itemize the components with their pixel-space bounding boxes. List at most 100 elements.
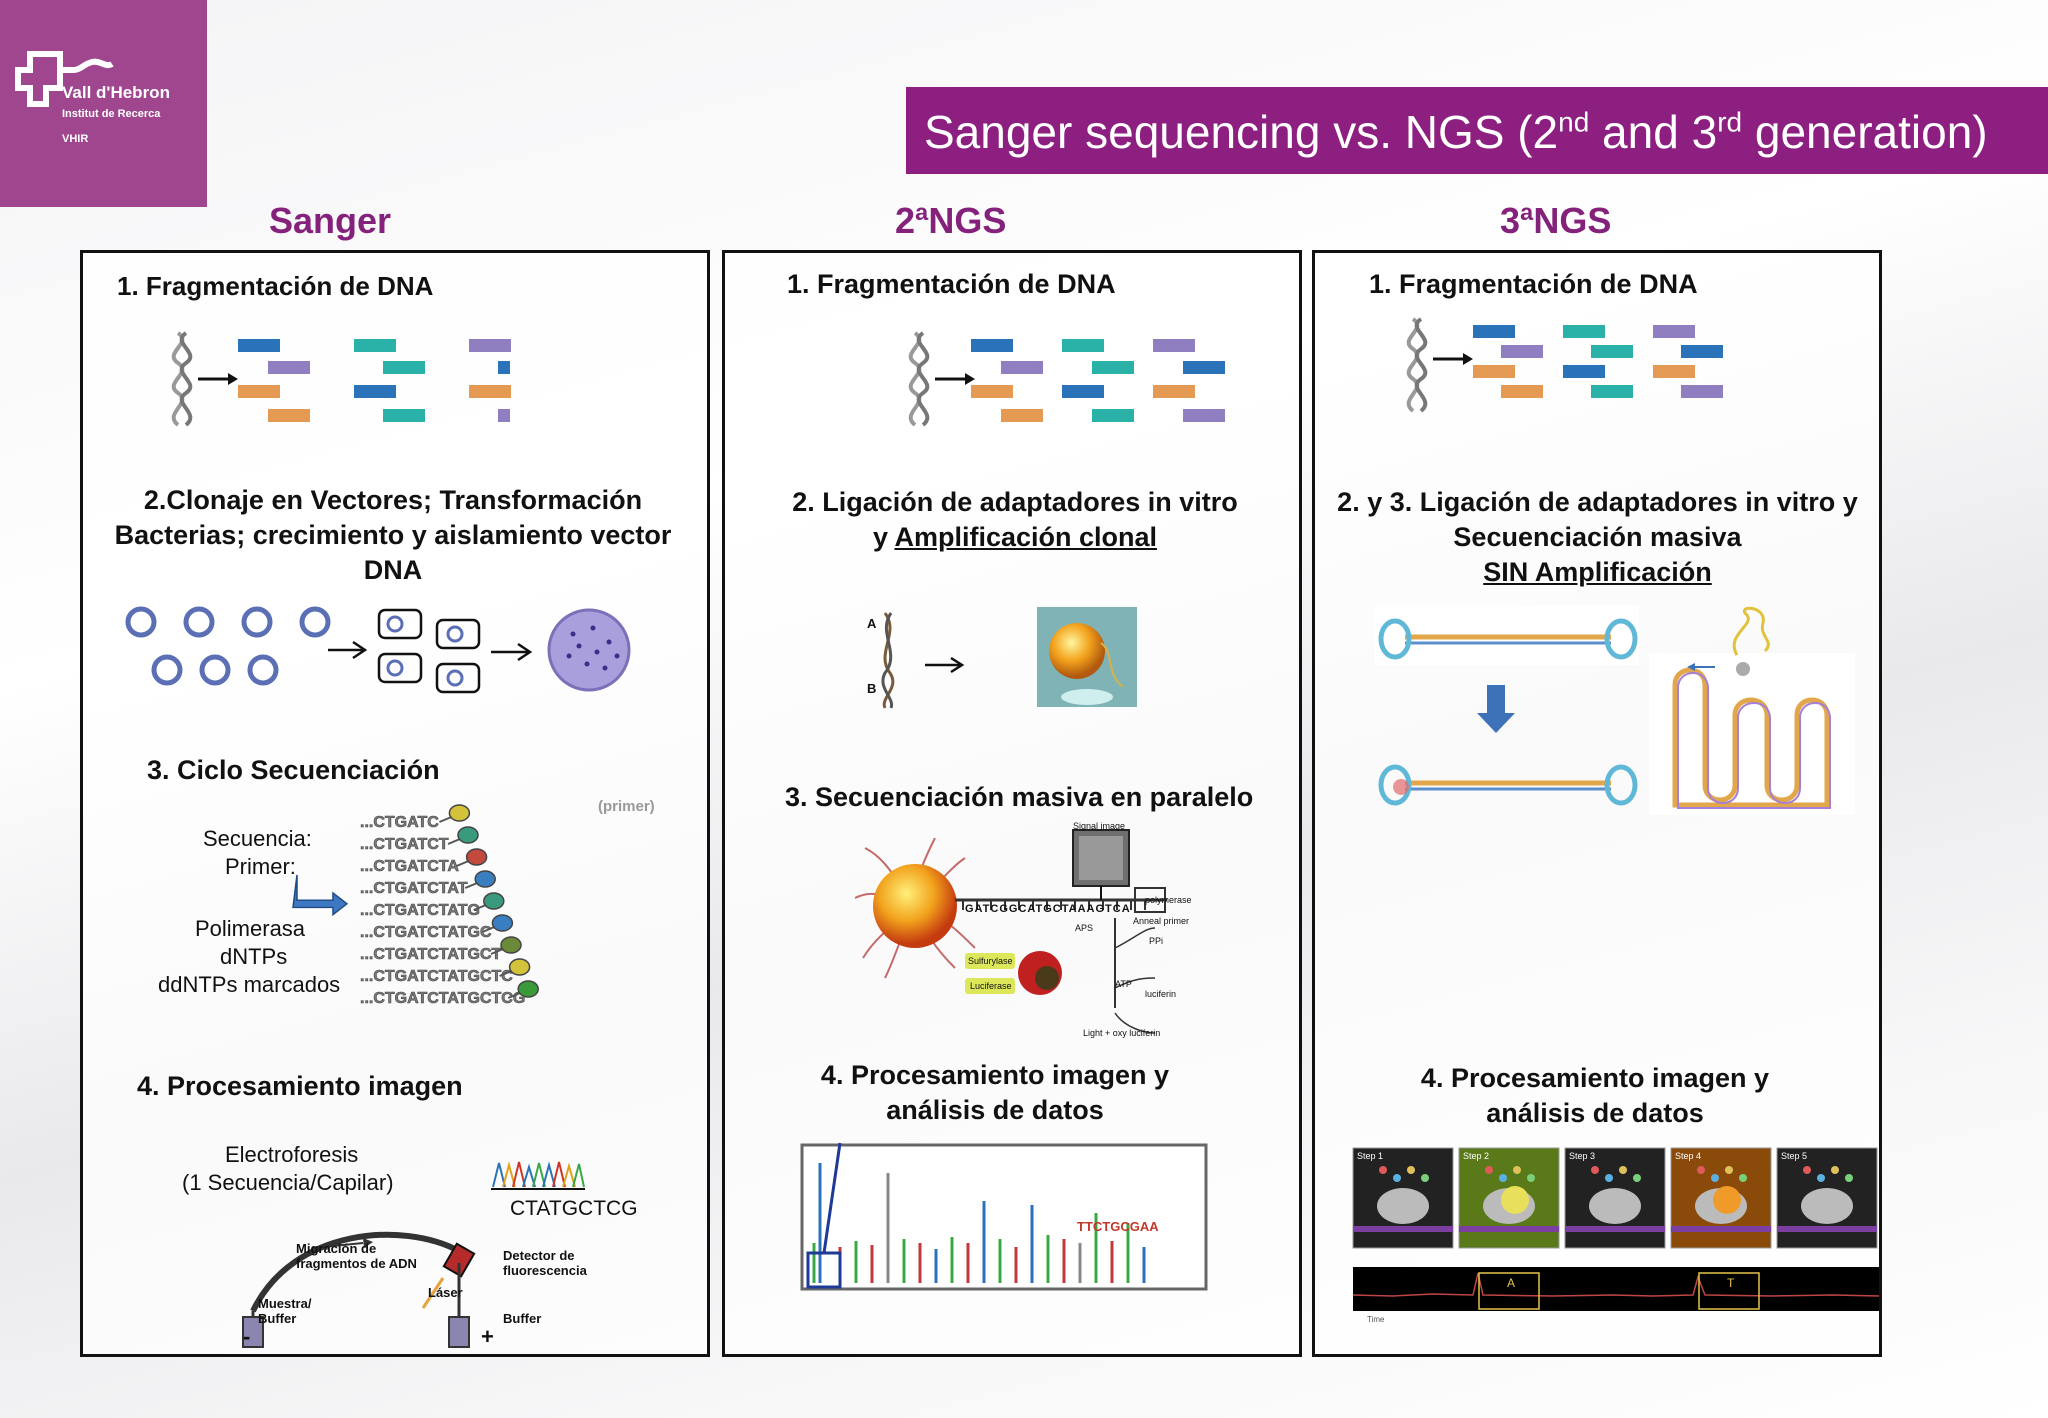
ngs2-step4: 4. Procesamiento imagen y análisis de da…: [820, 1060, 1170, 1125]
sequence-fragment: ...CTGATCTATGCT: [360, 946, 502, 963]
smrt-step-panel: Step 3: [1564, 1147, 1666, 1249]
cloning-diagram: [125, 606, 631, 694]
label-stem: [473, 904, 487, 911]
sequence-fragment: ...CTGATCTATG: [360, 902, 480, 919]
label-stem: [447, 838, 461, 845]
label-signal-image: Signal image: [1073, 821, 1126, 831]
sequence-fragment: ...CTGATCTAT: [360, 880, 468, 897]
label-luciferase: Luciferase: [970, 981, 1012, 991]
label-anneal: Anneal primer: [1133, 916, 1190, 926]
smrt-step-panel: Step 4: [1670, 1147, 1772, 1249]
fluorescent-label-icon: [508, 958, 531, 976]
label-b: B: [867, 681, 877, 696]
chromatogram-read: CTATGCTCG: [510, 1197, 638, 1220]
logo-short: VHIR: [62, 133, 89, 145]
fluorescent-label-icon: [465, 848, 488, 866]
column-title-ngs3: 3ªNGS: [1500, 200, 1612, 241]
sequence-fragment: ...CTGATCTATGC: [360, 924, 492, 941]
sanger-panel: 1. Fragmentación de DNA 2.Clonaje en Vec…: [80, 250, 710, 1357]
flowgram-read: TTCTGCGAA: [1077, 1219, 1159, 1234]
label-luciferin: luciferin: [1145, 989, 1177, 999]
flowgram-chart: [800, 1142, 1208, 1291]
fluorescent-label-icon: [517, 980, 539, 998]
pyrosequencing-diagram: [854, 829, 1167, 1034]
label-polymerase: polymerase: [1145, 895, 1192, 905]
sanger-step3: 3. Ciclo Secuenciación: [147, 755, 440, 785]
label-ddntps: ddNTPs marcados: [158, 972, 341, 997]
label-light: Light + oxy luciferin: [1083, 1028, 1161, 1038]
label-ppi: PPi: [1149, 936, 1164, 946]
chromatogram-icon: [491, 1161, 585, 1190]
label-stem: [482, 926, 495, 933]
title-banner: Sanger sequencing vs. NGS (2nd and 3rd g…: [906, 87, 2048, 174]
label-stem: [499, 970, 512, 977]
ngs3-step4: 4. Procesamiento imagen y análisis de da…: [1420, 1063, 1770, 1128]
smrt-trace-chart: [1352, 1267, 1880, 1311]
sanger-step4: 4. Procesamiento imagen: [137, 1071, 463, 1101]
label-laser: Láser: [428, 1285, 463, 1300]
fluorescent-label-icon: [448, 804, 471, 822]
trace-time-label: Time: [1367, 1315, 1385, 1324]
sequence-fragment: ...CTGATCT: [360, 836, 449, 853]
ngs2-step3: 3. Secuenciación masiva en paralelo: [785, 782, 1254, 812]
label-primer: Primer:: [225, 854, 296, 879]
ngs3-step1: 1. Fragmentación de DNA: [1369, 269, 1698, 299]
sequence-fragment: ...CTGATCTA: [360, 858, 459, 875]
label-migracion: Migración de fragmentos de ADN: [296, 1241, 417, 1271]
smrt-step-label: Step 1: [1357, 1151, 1383, 1161]
smrt-step-label: Step 3: [1569, 1151, 1595, 1161]
label-electroforesis: Electroforesis: [225, 1142, 359, 1167]
smrt-step-label: Step 2: [1463, 1151, 1489, 1161]
sequencing-ladder: (primer) ...CTGATC ...CTGATCT ...CTGATCTA..…: [360, 798, 655, 1007]
sanger-step1: 1. Fragmentación de DNA: [117, 271, 434, 301]
label-stem: [456, 860, 469, 867]
smrt-step-panel: Step 1: [1352, 1147, 1454, 1249]
fragmentation-diagram: [171, 331, 511, 427]
trace-label-a: A: [1507, 1276, 1516, 1290]
ngs3-panel: 1. Fragmentación de DNA 2. y 3. Ligación…: [1312, 250, 1882, 1357]
fluorescent-label-icon: [500, 936, 522, 954]
label-stem: [464, 882, 478, 889]
label-aps: APS: [1075, 923, 1094, 933]
primer-arrow-icon: [292, 874, 349, 917]
smrt-step-label: Step 5: [1781, 1151, 1807, 1161]
label-polimerasa: Polimerasa: [195, 916, 306, 941]
smrt-bell-diagram: [1375, 605, 1855, 815]
fragmentation-diagram: [1406, 317, 1723, 413]
sequence-fragment: ...CTGATCTATGCTC: [360, 968, 513, 985]
label-capilar: (1 Secuencia/Capilar): [182, 1170, 394, 1195]
fluorescent-label-icon: [474, 870, 496, 888]
smrt-step-panel: Step 5: [1776, 1147, 1878, 1249]
label-atp: ATP: [1115, 979, 1132, 989]
adapter-ligation-diagram: [881, 607, 1137, 709]
label-a: A: [867, 616, 877, 631]
sanger-step2: 2.Clonaje en Vectores; Transformación Ba…: [114, 485, 672, 585]
page-title: Sanger sequencing vs. NGS (2nd and 3rd g…: [924, 106, 1988, 158]
sequence-fragment: ...CTGATC: [360, 814, 439, 831]
capillary-electrophoresis: [242, 1231, 476, 1348]
label-stem: [507, 992, 521, 999]
smrt-step-panel: Step 2: [1458, 1147, 1560, 1249]
label-seq: GATCGGCATGCTAAAGTCA: [965, 903, 1131, 915]
label-stem: [490, 948, 504, 955]
fragmentation-diagram: [908, 331, 1225, 427]
primer-tag: (primer): [598, 798, 655, 815]
label-dntps: dNTPs: [220, 944, 288, 969]
label-plus: +: [481, 1324, 494, 1349]
smrt-step-label: Step 4: [1675, 1151, 1701, 1161]
label-stem: [439, 816, 452, 823]
label-detector: Detector de fluorescencia: [503, 1248, 587, 1278]
fluorescent-label-icon: [457, 826, 479, 844]
label-secuencia: Secuencia:: [203, 826, 312, 851]
label-minus: -: [243, 1324, 251, 1349]
vhir-cross-icon: [15, 51, 114, 107]
label-buffer: Buffer: [503, 1311, 542, 1326]
ngs2-step2: 2. Ligación de adaptadores in vitro y Am…: [792, 487, 1238, 552]
ngs2-step1: 1. Fragmentación de DNA: [787, 269, 1116, 299]
label-muestra: Muestra/ Buffer: [258, 1296, 312, 1326]
ngs2-panel: 1. Fragmentación de DNA 2. Ligación de a…: [722, 250, 1302, 1357]
smrt-steps-strip: Step 1 Step 2 Step 3 Step 4 Step 5: [1352, 1147, 1878, 1249]
logo-subtitle: Institut de Recerca: [62, 108, 161, 120]
trace-label-t: T: [1727, 1276, 1735, 1290]
fluorescent-label-icon: [491, 914, 514, 932]
